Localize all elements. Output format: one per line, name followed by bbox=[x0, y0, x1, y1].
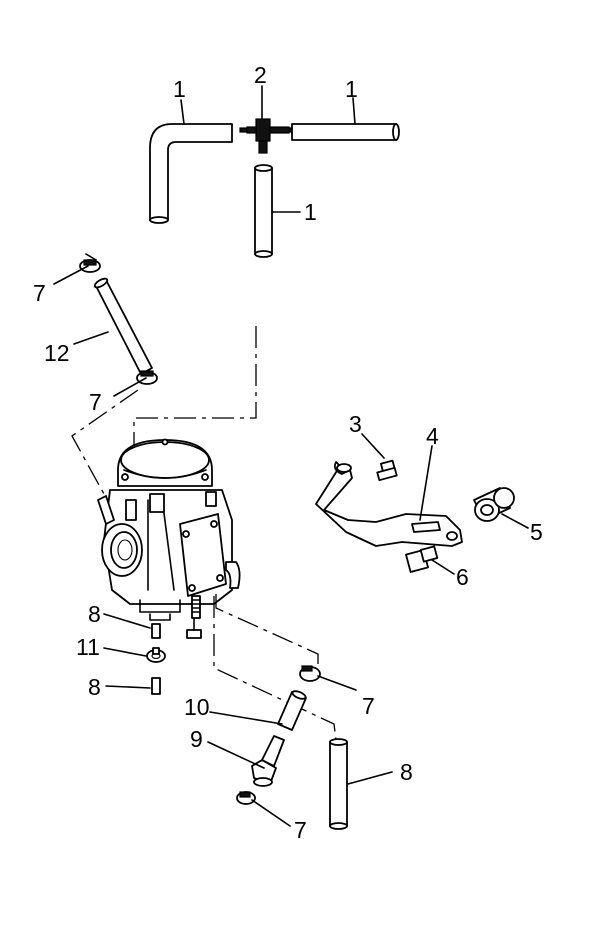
carburetor[interactable] bbox=[97, 438, 241, 639]
callout-10: 10 bbox=[184, 694, 210, 720]
straight-hose-right[interactable] bbox=[291, 123, 400, 141]
bolt-3[interactable] bbox=[376, 459, 398, 482]
hose-12[interactable] bbox=[93, 277, 153, 375]
reference-lines bbox=[71, 326, 337, 741]
callout-labels: 1 2 1 1 7 12 7 3 4 5 6 8 11 8 7 10 9 8 7 bbox=[33, 62, 543, 843]
callout-2-tee: 2 bbox=[254, 62, 267, 88]
clamp-right[interactable] bbox=[299, 665, 321, 682]
elbow-hose[interactable] bbox=[149, 123, 233, 224]
callout-12: 12 bbox=[44, 340, 70, 366]
bushing-nut-5[interactable] bbox=[473, 487, 515, 522]
clamp-top[interactable] bbox=[79, 253, 101, 273]
clamp-bottom-small[interactable] bbox=[236, 791, 256, 805]
pin-8-lower[interactable] bbox=[151, 677, 161, 695]
straight-hose-vertical[interactable] bbox=[254, 164, 273, 258]
callout-8-lower: 8 bbox=[88, 674, 101, 700]
callout-8-hose: 8 bbox=[400, 759, 413, 785]
callout-5: 5 bbox=[530, 519, 543, 545]
washer-11[interactable] bbox=[146, 647, 166, 663]
tube-10[interactable] bbox=[277, 690, 307, 731]
callout-4: 4 bbox=[426, 423, 439, 449]
callout-7-top: 7 bbox=[33, 280, 46, 306]
bolt-6[interactable] bbox=[405, 545, 439, 573]
valve-9[interactable] bbox=[251, 735, 285, 787]
callout-11: 11 bbox=[76, 634, 100, 660]
leader-lines bbox=[53, 85, 529, 827]
callout-7-mid: 7 bbox=[89, 389, 102, 415]
callout-6: 6 bbox=[456, 564, 469, 590]
callout-7-bottom: 7 bbox=[294, 817, 307, 843]
callout-1-vertical: 1 bbox=[304, 199, 317, 225]
callout-3: 3 bbox=[349, 411, 362, 437]
pin-8-upper[interactable] bbox=[151, 623, 161, 639]
callout-1-right: 1 bbox=[345, 76, 358, 102]
mounting-bracket[interactable] bbox=[315, 461, 463, 547]
callout-9: 9 bbox=[190, 726, 203, 752]
callout-7-right: 7 bbox=[362, 693, 375, 719]
tee-fitting[interactable] bbox=[239, 118, 297, 154]
hose-8[interactable] bbox=[329, 738, 348, 830]
callout-8-upper: 8 bbox=[88, 601, 101, 627]
callout-1-elbow: 1 bbox=[173, 76, 186, 102]
